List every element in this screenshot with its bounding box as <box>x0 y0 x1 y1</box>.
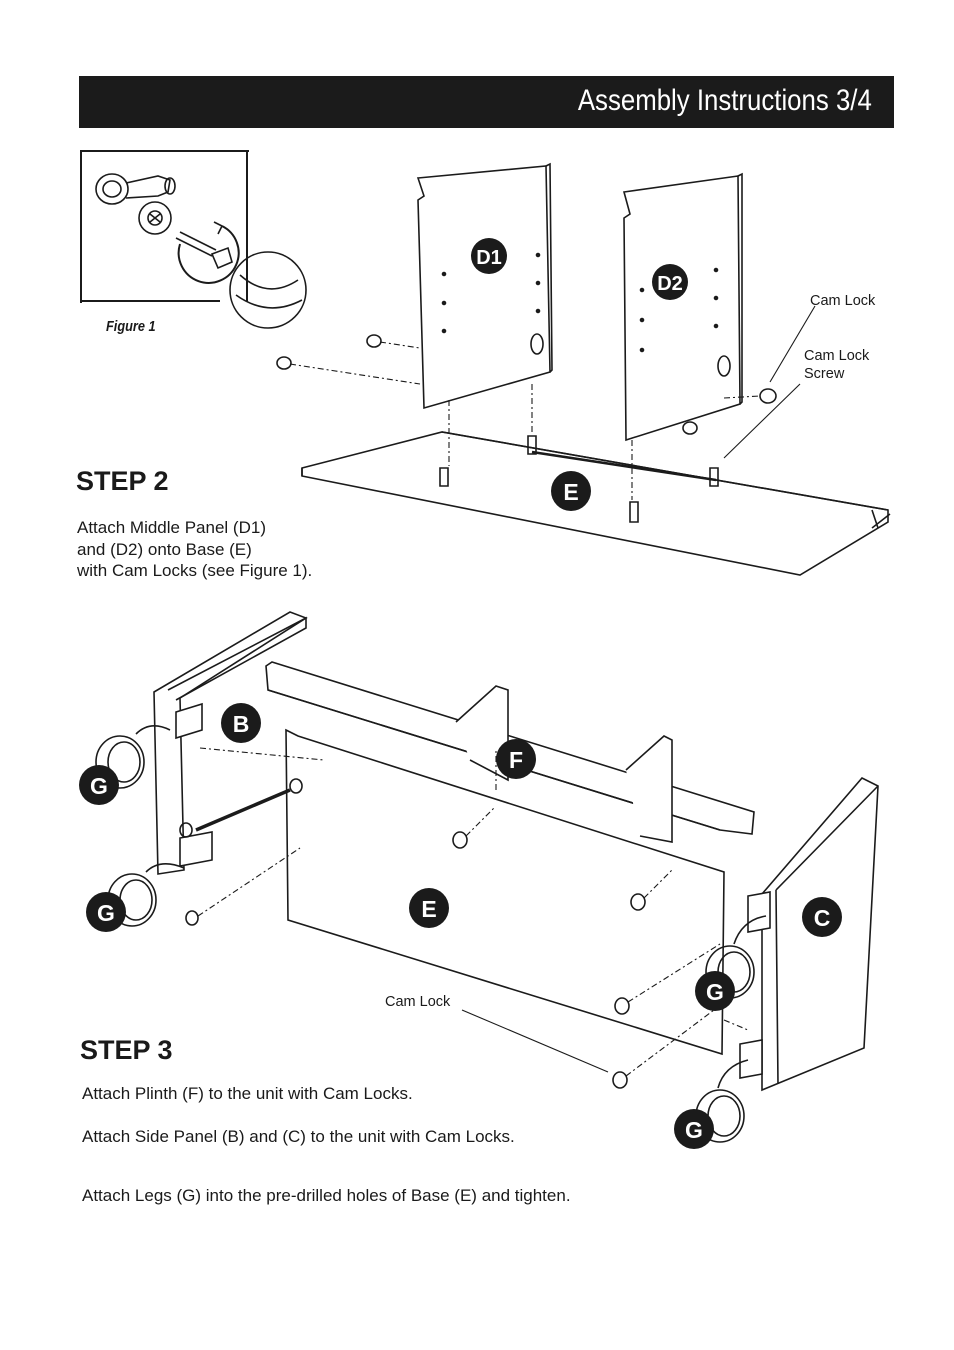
svg-text:E: E <box>421 896 436 922</box>
badge-d2: D2 <box>652 264 688 300</box>
cam-lock-screw-pointer <box>723 383 801 459</box>
step-2-text: Attach Middle Panel (D1) and (D2) onto B… <box>77 518 313 580</box>
badge-g-1: G <box>79 765 119 805</box>
cam-lock-pointer-bottom <box>461 1009 609 1073</box>
svg-text:G: G <box>685 1117 703 1143</box>
svg-text:D1: D1 <box>476 247 502 269</box>
page-title: Assembly Instructions 3/4 <box>578 84 872 117</box>
panel-d2 <box>622 172 743 442</box>
middle-panels-step3 <box>455 685 673 843</box>
header-bar: Assembly Instructions 3/4 <box>79 76 894 128</box>
part-badges: D1 D2 E B G F G E C G G <box>79 238 842 1149</box>
figure-1-border-bottom <box>80 300 220 302</box>
side-panel-b <box>153 611 308 875</box>
svg-text:D2: D2 <box>657 273 683 295</box>
base-e-step3 <box>285 728 725 1056</box>
svg-text:E: E <box>563 479 578 505</box>
cam-lock-pointer-top <box>769 305 816 383</box>
step-2-heading: STEP 2 <box>76 466 169 496</box>
step-3-heading: STEP 3 <box>80 1035 173 1065</box>
cam-locks-step3 <box>179 778 646 1089</box>
figure-1-caption: Figure 1 <box>106 318 156 335</box>
svg-text:G: G <box>90 773 108 799</box>
badge-e-bottom: E <box>409 888 449 928</box>
badge-g-2: G <box>86 892 126 932</box>
guide-lines-step3 <box>197 747 749 1077</box>
badge-d1: D1 <box>471 238 507 274</box>
base-e-step2 <box>301 431 891 576</box>
cam-lock-screw-label: Cam Lock Screw <box>804 348 870 382</box>
svg-text:G: G <box>97 900 115 926</box>
svg-text:C: C <box>814 905 831 931</box>
step-3-line-3: Attach Legs (G) into the pre-drilled hol… <box>82 1186 571 1205</box>
badge-c: C <box>802 897 842 937</box>
step-3-line-1: Attach Plinth (F) to the unit with Cam L… <box>82 1084 413 1103</box>
figure-1-border-right <box>246 150 248 302</box>
svg-text:G: G <box>706 979 724 1005</box>
svg-text:F: F <box>509 747 523 773</box>
svg-text:B: B <box>233 711 250 737</box>
badge-f: F <box>496 739 536 779</box>
badge-g-4: G <box>674 1109 714 1149</box>
badge-e-top: E <box>551 471 591 511</box>
figure-1-illustration <box>95 173 307 329</box>
side-panel-c <box>739 777 879 1092</box>
figure-1-box <box>80 150 249 303</box>
badge-b: B <box>221 703 261 743</box>
guide-lines-step2 <box>289 341 761 500</box>
cam-lock-label-top: Cam Lock <box>810 293 876 309</box>
step-3-line-2: Attach Side Panel (B) and (C) to the uni… <box>82 1127 515 1146</box>
badge-g-3: G <box>695 971 735 1011</box>
cam-lock-label-bottom: Cam Lock <box>385 994 451 1010</box>
panel-d1 <box>416 162 553 410</box>
cam-locks-step2 <box>276 334 777 523</box>
